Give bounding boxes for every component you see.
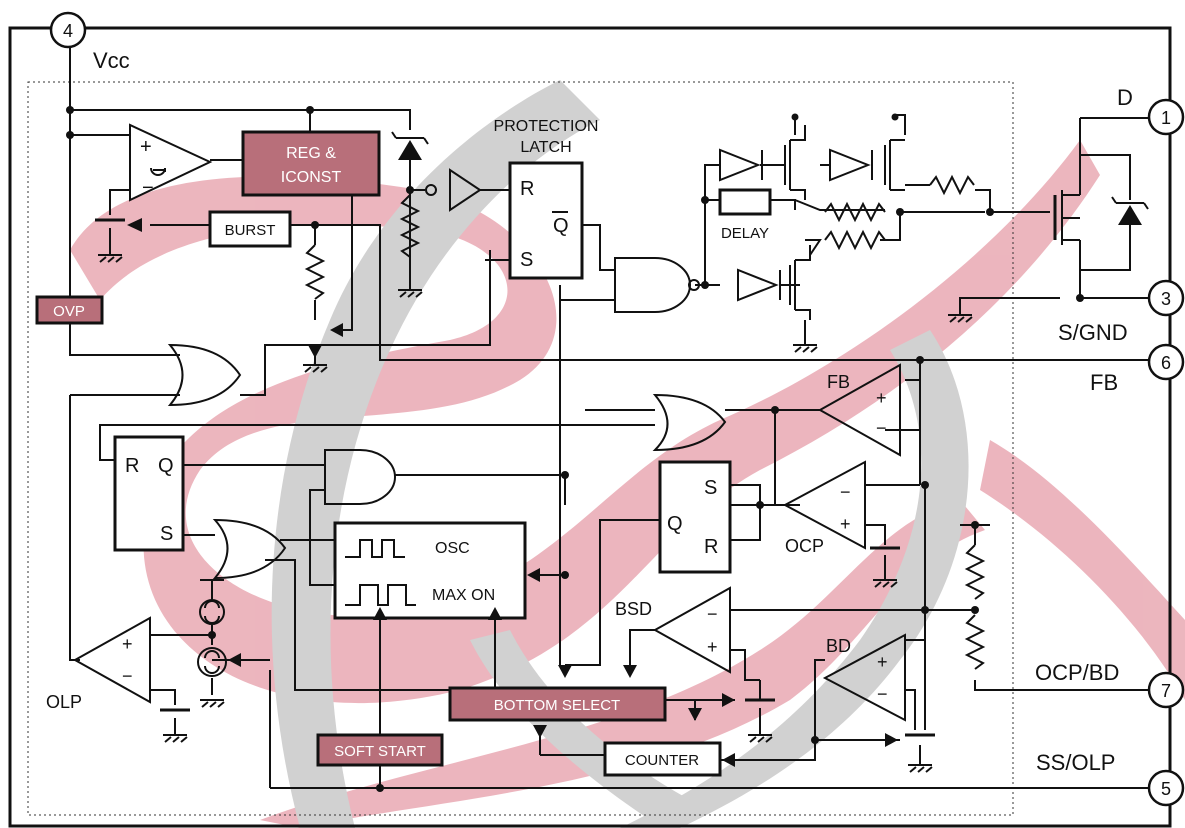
bsd-comp-plus: + — [707, 637, 718, 657]
ovp-label: OVP — [53, 303, 85, 320]
bsd-comp-minus: − — [707, 604, 718, 624]
olp-comp-plus: + — [122, 634, 133, 654]
bd-comparator: + − BD — [822, 633, 906, 722]
pin-number: 7 — [1161, 681, 1171, 701]
rs-flipflop-mid: S Q R — [658, 460, 732, 574]
ovp-block: OVP — [35, 295, 104, 325]
delay-block: DELAY — [718, 188, 772, 242]
counter-block: COUNTER — [603, 741, 722, 777]
ocp-comp-label: OCP — [785, 536, 824, 556]
bottom-select-label: BOTTOM SELECT — [494, 697, 620, 714]
current-sources — [197, 599, 227, 677]
inverter-buffer — [449, 168, 482, 212]
rs-left-q: Q — [158, 455, 174, 477]
or-gate-fb — [652, 393, 727, 452]
protection-label-line2: LATCH — [520, 139, 571, 156]
and-gate — [324, 449, 396, 505]
zener-diodes — [391, 131, 1149, 225]
junctions — [66, 106, 1084, 792]
rs-left-r: R — [125, 455, 139, 477]
bd-comp-plus: + — [877, 652, 888, 672]
burst-block: BURST — [208, 210, 292, 248]
rs-mid-q: Q — [667, 513, 683, 535]
reg-iconst-block: REG & ICONST — [241, 130, 381, 197]
pin-number: 3 — [1161, 289, 1171, 309]
olp-comp-label: OLP — [46, 692, 82, 712]
pin-label: OCP/BD — [1035, 660, 1119, 685]
ocp-comp-minus: − — [840, 482, 851, 502]
soft-start-block: SOFT START — [316, 733, 444, 767]
wiring — [40, 40, 1150, 789]
soft-start-label: SOFT START — [334, 743, 426, 760]
pin-7-ocpbd: 7 OCP/BD — [1035, 660, 1185, 709]
burst-label: BURST — [225, 222, 276, 239]
delay-label: DELAY — [721, 225, 769, 242]
bottom-select-block: BOTTOM SELECT — [448, 686, 667, 722]
grounds — [95, 218, 973, 773]
fb-comp-minus: − — [876, 418, 887, 438]
pin-number: 4 — [63, 21, 73, 41]
rs-mid-r: R — [704, 536, 718, 558]
ocp-comp-plus: + — [840, 514, 851, 534]
osc-maxon-block: OSC MAX ON — [333, 521, 527, 620]
resistors — [304, 174, 986, 670]
vcc-comparator: + − — [129, 123, 213, 202]
nand-gate — [614, 257, 700, 313]
bd-comp-minus: − — [877, 684, 888, 704]
pin-3-sgnd: 3 S/GND — [1058, 279, 1185, 345]
pin-number: 6 — [1161, 353, 1171, 373]
pin-1-d: 1 D — [1117, 85, 1185, 136]
reg-label-line2: ICONST — [281, 169, 342, 186]
pin-6-fb: 6 FB — [1090, 343, 1185, 395]
bsd-comp-label: BSD — [615, 599, 652, 619]
or-gate-ovp — [167, 343, 242, 407]
rs-left-s: S — [160, 523, 173, 545]
protection-latch: PROTECTION LATCH R Q S — [494, 118, 599, 280]
or-gate-set — [212, 518, 287, 580]
reg-label-line1: REG & — [286, 145, 336, 162]
rs-mid-s: S — [704, 477, 717, 499]
pin-4-vcc: 4 Vcc — [49, 11, 130, 73]
pin-label: FB — [1090, 370, 1118, 395]
protection-label-line1: PROTECTION — [494, 118, 599, 135]
drivers — [719, 113, 1080, 320]
vcc-comp-minus: − — [142, 177, 154, 199]
bsd-comparator: − + BSD — [615, 586, 731, 674]
fb-comp-plus: + — [876, 388, 887, 408]
pin-number: 5 — [1161, 779, 1171, 799]
pin-label: SS/OLP — [1036, 750, 1115, 775]
latch-qbar-label: Q — [553, 215, 569, 237]
ic-boundary — [27, 81, 1014, 816]
latch-r-label: R — [520, 178, 534, 200]
rs-flipflop-left: R Q S — [113, 435, 185, 552]
olp-comparator: + − OLP — [46, 616, 151, 712]
pin-label: D — [1117, 85, 1133, 110]
fb-comp-label: FB — [827, 372, 850, 392]
package-outline — [8, 26, 1172, 828]
fb-comparator: + − FB — [817, 363, 901, 457]
counter-label: COUNTER — [625, 752, 699, 769]
vcc-comp-plus: + — [140, 136, 152, 158]
bd-comp-label: BD — [826, 636, 851, 656]
pin-number: 1 — [1161, 108, 1171, 128]
ocp-comparator: − + OCP — [782, 460, 866, 556]
osc-label: OSC — [435, 540, 470, 557]
maxon-label: MAX ON — [432, 587, 495, 604]
latch-s-label: S — [520, 249, 533, 271]
pin-label: S/GND — [1058, 320, 1128, 345]
arrows — [127, 218, 898, 767]
olp-comp-minus: − — [122, 666, 133, 686]
pin-label: Vcc — [93, 48, 130, 73]
pin-5-ssolp: 5 SS/OLP — [1036, 750, 1185, 807]
